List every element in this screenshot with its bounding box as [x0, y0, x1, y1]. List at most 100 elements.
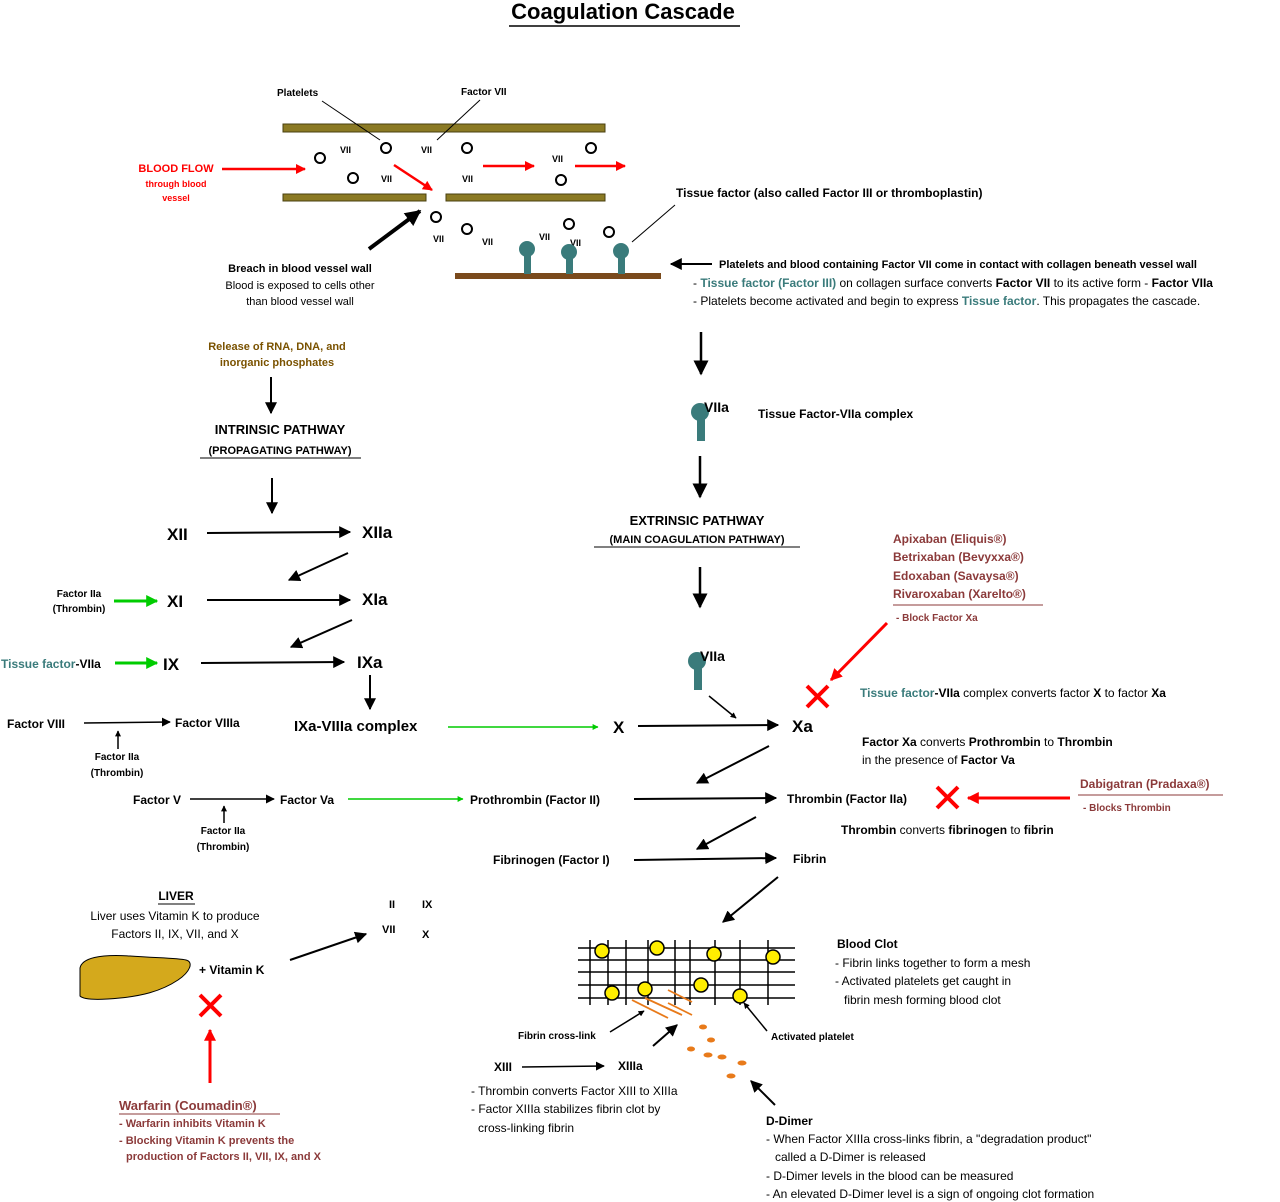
thrombin: Thrombin (Factor IIa) [787, 792, 907, 806]
tissue-factor-heading: Tissue factor (also called Factor III or… [676, 186, 983, 200]
xii-to-xiia-arrow [206, 526, 352, 539]
factor-iia-label: Factor IIa [57, 589, 102, 600]
ix-to-ixa-arrow [200, 656, 346, 669]
xiii-line-3: cross-linking fibrin [478, 1121, 574, 1135]
activated-platelet-icon [604, 985, 620, 1001]
contact-bullet-1: - Tissue factor (Factor III) on collagen… [693, 276, 1213, 290]
receptor-stem [618, 257, 625, 274]
blood-flow-label: BLOOD FLOW through blood vessel [138, 163, 214, 203]
factor-xi: XI [167, 592, 183, 611]
liver-title: LIVER [158, 889, 194, 903]
intrinsic-subtitle: (PROPAGATING PATHWAY) [209, 445, 352, 457]
edoxaban: Edoxaban (Savaysa®) [893, 569, 1019, 583]
collagen-layer [455, 273, 661, 279]
prothrombin-to-thrombin-arrow [633, 792, 778, 805]
vitamin-k-block-x-icon [198, 993, 223, 1018]
blood-vessel [282, 123, 661, 279]
warfarin-note-3: production of Factors II, VII, IX, and X [126, 1151, 322, 1163]
ixa-viiia-complex: IXa-VIIIa complex [294, 718, 418, 735]
blood-clot-line-1: - Fibrin links together to form a mesh [835, 956, 1030, 970]
d-dimer-line-4: - An elevated D-Dimer level is a sign of… [766, 1187, 1094, 1201]
x-to-xa-arrow [637, 719, 780, 732]
warfarin: Warfarin (Coumadin®) [119, 1098, 257, 1113]
platelet-circle [380, 142, 392, 154]
fibrin-cross-link-label: Fibrin cross-link [518, 1031, 596, 1042]
extrinsic-title: EXTRINSIC PATHWAY [630, 513, 765, 528]
rivaroxaban: Rivaroxaban (Xarelto®) [893, 587, 1026, 601]
receptor-stem [524, 255, 531, 274]
xa-inhibit-arrow [829, 621, 889, 682]
thrombin-label: (Thrombin) [91, 768, 144, 779]
blood-flow-arrows [222, 161, 626, 192]
tf-viia-complex-label: Tissue Factor-VIIa complex [758, 407, 913, 421]
platelet-circle [314, 152, 326, 164]
platelet-circles [314, 142, 615, 238]
viia-to-xa-arrow [708, 695, 737, 719]
d-dimer-line-2: called a D-Dimer is released [775, 1150, 926, 1164]
blood-flow-sub: vessel [162, 193, 190, 203]
receptor-head [691, 403, 709, 421]
breach-title: Breach in blood vessel wall [228, 263, 372, 275]
viia-receptor-1 [691, 403, 709, 441]
xa-prothrombin-text-2: in the presence of Factor Va [862, 753, 1015, 767]
breach-text: Breach in blood vessel wall Blood is exp… [225, 263, 375, 308]
d-dimer-line-3: - D-Dimer levels in the blood can be mea… [766, 1169, 1013, 1183]
activated-platelet-icon [732, 988, 748, 1004]
factor-v: Factor V [133, 793, 181, 807]
xa-conversion-text: Tissue factor-VIIa complex converts fact… [860, 686, 1166, 700]
blood-clot-line-3: fibrin mesh forming blood clot [844, 993, 1001, 1007]
cross-link-pointer [609, 1010, 645, 1033]
contact-text: Platelets and blood containing Factor VI… [719, 259, 1197, 271]
viia-receptor-2 [688, 652, 706, 690]
activated-platelet-icon [706, 946, 722, 962]
platelet-circle [555, 174, 567, 186]
apixaban: Apixaban (Eliquis®) [893, 532, 1007, 546]
vessel-wall-bottom-left [282, 193, 427, 202]
platelet-circle [347, 172, 359, 184]
dabigatran: Dabigatran (Pradaxa®) [1080, 777, 1210, 791]
receptor-head [613, 243, 629, 259]
factor-xiiia: XIIIa [618, 1059, 643, 1073]
factor-iia-label: Factor IIa [201, 826, 246, 837]
receptor-head [561, 244, 577, 260]
xiia-to-xi-arrow [287, 552, 349, 581]
thrombin-label: (Thrombin) [53, 604, 106, 615]
fibrinogen-to-fibrin-arrow [633, 852, 778, 865]
thrombin-to-fibrinogen-arrow [695, 816, 757, 850]
xia-to-ix-arrow [289, 619, 353, 649]
activated-platelet-icon [649, 940, 665, 956]
extrinsic-subtitle: (MAIN COAGULATION PATHWAY) [610, 534, 785, 546]
factor-xii: XII [167, 525, 188, 544]
vessel-wall-bottom-right [445, 193, 606, 202]
platelet-circle [461, 142, 473, 154]
d-dimer-particles [687, 1024, 747, 1079]
blood-flow-sub: through blood [146, 179, 207, 189]
factor-vii-pointer [436, 99, 481, 141]
platelet-circle [430, 211, 442, 223]
vii-label: VII [421, 145, 432, 155]
fibrin-to-clot-arrow [722, 876, 779, 923]
vii-label: VII [340, 145, 351, 155]
d-dimer-title: D-Dimer [766, 1114, 813, 1128]
thrombin-label: (Thrombin) [197, 842, 250, 853]
breach-line: than blood vessel wall [246, 296, 354, 308]
intrinsic-title: INTRINSIC PATHWAY [215, 422, 346, 437]
xiiia-to-clot-arrow [652, 1024, 678, 1047]
vii-label: VII [570, 238, 581, 248]
platelet-circle [461, 223, 473, 235]
activated-platelet-pointer [743, 1002, 768, 1032]
factor-iia-label: Factor IIa [95, 752, 140, 763]
vii-label: VII [433, 234, 444, 244]
liver-icon [79, 955, 191, 1000]
platelet-circle [563, 218, 575, 230]
liver-factor-ix: IX [422, 899, 433, 911]
liver-line-2: Factors II, IX, VII, and X [111, 927, 238, 941]
fibrin: Fibrin [793, 852, 826, 866]
factor-xiii: XIII [494, 1060, 512, 1074]
breach-line: Blood is exposed to cells other [225, 280, 375, 292]
dabigatran-note: - Blocks Thrombin [1083, 803, 1171, 814]
activated-platelet-icon [594, 943, 610, 959]
contact-bullet-2: - Platelets become activated and begin t… [693, 294, 1200, 308]
betrixaban: Betrixaban (Bevyxxa®) [893, 550, 1024, 564]
